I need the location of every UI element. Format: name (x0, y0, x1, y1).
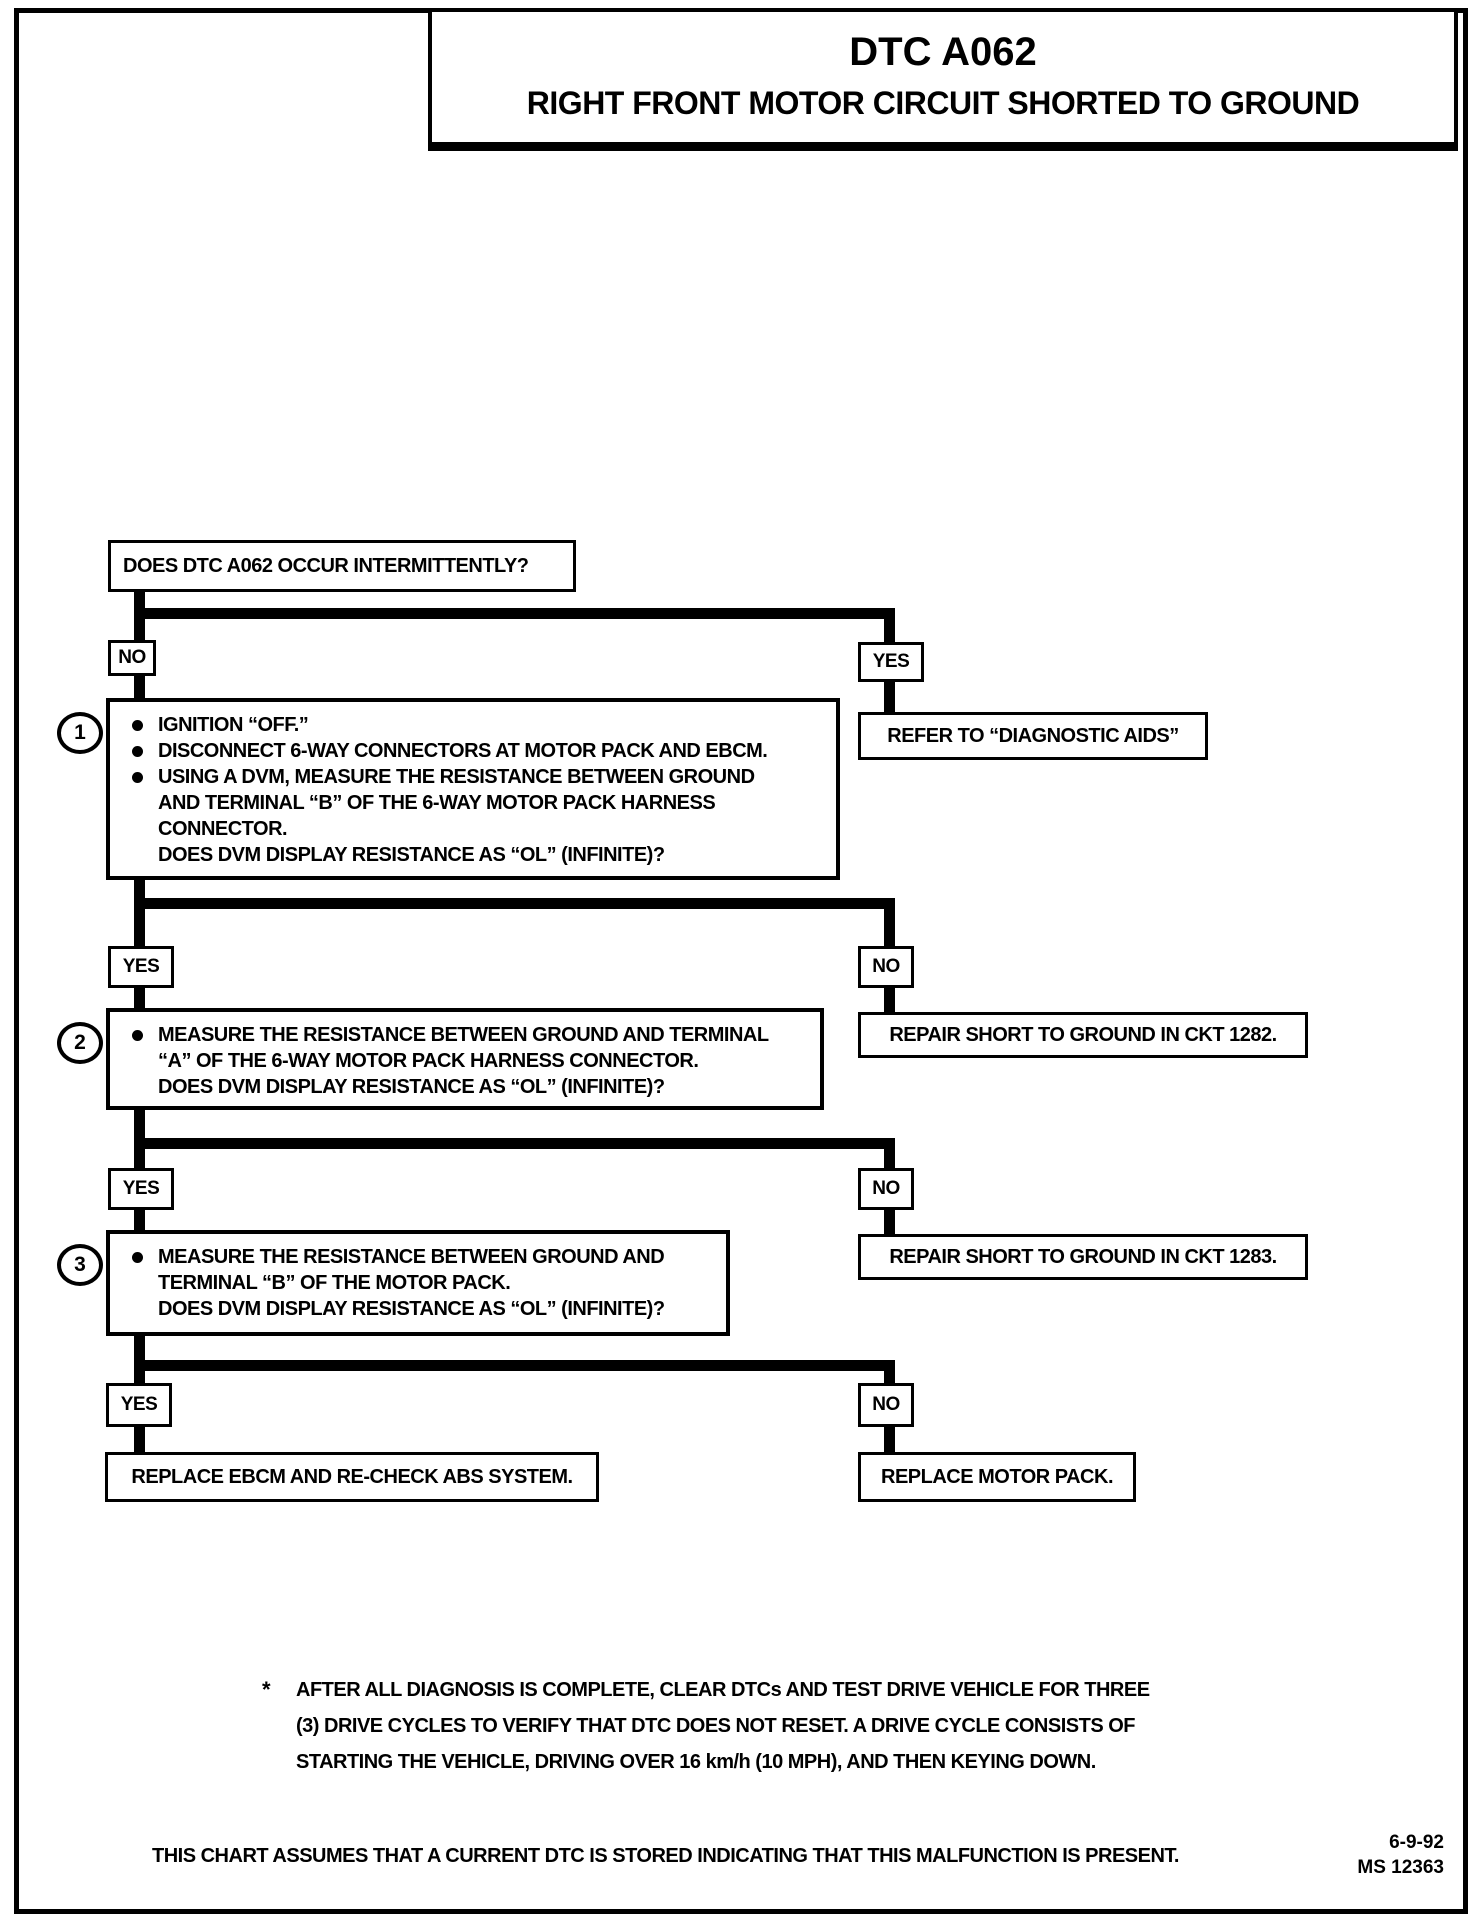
connector-no2-stub (884, 905, 895, 949)
bullet-icon (124, 1244, 158, 1296)
connector-no4-replace (884, 1424, 895, 1454)
connector-yes4-replace (134, 1424, 145, 1454)
step-1-box: IGNITION “OFF.” DISCONNECT 6-WAY CONNECT… (106, 698, 840, 880)
step-3-box: MEASURE THE RESISTANCE BETWEEN GROUND AN… (106, 1230, 730, 1336)
branch-label-no-2: NO (858, 946, 914, 988)
replace-ebcm-box: REPLACE EBCM AND RE-CHECK ABS SYSTEM. (105, 1452, 599, 1502)
footer-id-block: 6-9-92 MS 12363 (1357, 1830, 1444, 1880)
connector-no1-step1 (134, 673, 145, 701)
connector-yes3-stub (134, 1145, 145, 1171)
connector-yes1-refer (884, 679, 895, 715)
connector-yes4-stub (134, 1367, 145, 1385)
step-2-box: MEASURE THE RESISTANCE BETWEEN GROUND AN… (106, 1008, 824, 1110)
step-3-item-1: MEASURE THE RESISTANCE BETWEEN GROUND AN… (158, 1246, 665, 1294)
branch-label-no-4: NO (858, 1383, 914, 1427)
connector-no2-repair (884, 985, 895, 1015)
repair-ckt-1282-box: REPAIR SHORT TO GROUND IN CKT 1282. (858, 1012, 1308, 1058)
connector-no1-stub (134, 615, 145, 643)
replace-motor-pack-box: REPLACE MOTOR PACK. (858, 1452, 1136, 1502)
chart-subtitle: RIGHT FRONT MOTOR CIRCUIT SHORTED TO GRO… (526, 85, 1360, 121)
step-3-question: DOES DVM DISPLAY RESISTANCE AS “OL” (INF… (158, 1298, 665, 1320)
connector-no3-stub (884, 1145, 895, 1171)
refer-diagnostic-aids-box: REFER TO “DIAGNOSTIC AIDS” (858, 712, 1208, 760)
bullet-icon (124, 764, 158, 842)
connector-yes1-stub (884, 615, 895, 645)
step-1-item-3: USING A DVM, MEASURE THE RESISTANCE BETW… (158, 766, 755, 840)
step-1-question: DOES DVM DISPLAY RESISTANCE AS “OL” (INF… (158, 844, 665, 866)
connector-step3-stub (134, 1336, 145, 1364)
step-3-number: 3 (57, 1244, 103, 1286)
question-intermittent-text: DOES DTC A062 OCCUR INTERMITTENTLY? (123, 554, 529, 577)
question-intermittent-box: DOES DTC A062 OCCUR INTERMITTENTLY? (108, 540, 576, 592)
connector-branch-3 (134, 1138, 895, 1149)
title-box: DTC A062 RIGHT FRONT MOTOR CIRCUIT SHORT… (428, 8, 1458, 151)
step-1-bullet-row: USING A DVM, MEASURE THE RESISTANCE BETW… (124, 764, 828, 842)
footnote: * AFTER ALL DIAGNOSIS IS COMPLETE, CLEAR… (262, 1672, 1150, 1780)
step-1-item-2: DISCONNECT 6-WAY CONNECTORS AT MOTOR PAC… (158, 740, 768, 762)
connector-yes3-step3 (134, 1207, 145, 1233)
connector-branch-4 (134, 1360, 895, 1371)
connector-step2-stub (134, 1110, 145, 1142)
connector-branch-1 (134, 608, 895, 619)
branch-label-no-1: NO (108, 640, 156, 676)
step-2-question: DOES DVM DISPLAY RESISTANCE AS “OL” (INF… (158, 1076, 665, 1098)
footer-date: 6-9-92 (1389, 1832, 1444, 1853)
bullet-icon (124, 738, 158, 764)
step-1-item-1: IGNITION “OFF.” (158, 714, 309, 736)
connector-yes2-step2 (134, 985, 145, 1011)
step-1-bullet-row: DISCONNECT 6-WAY CONNECTORS AT MOTOR PAC… (124, 738, 828, 764)
step-1-number: 1 (57, 712, 103, 754)
branch-label-yes-3: YES (108, 1168, 174, 1210)
branch-label-yes-2: YES (108, 946, 174, 988)
repair-ckt-1283-box: REPAIR SHORT TO GROUND IN CKT 1283. (858, 1234, 1308, 1280)
branch-label-yes-1: YES (858, 642, 924, 682)
footer-assumption-note: THIS CHART ASSUMES THAT A CURRENT DTC IS… (152, 1845, 1179, 1867)
page-border (14, 8, 1468, 1914)
connector-yes2-stub (134, 905, 145, 949)
connector-branch-2 (134, 898, 895, 909)
connector-no4-stub (884, 1367, 895, 1385)
connector-step1-stub (134, 878, 145, 902)
step-2-number: 2 (57, 1022, 103, 1064)
footnote-text: AFTER ALL DIAGNOSIS IS COMPLETE, CLEAR D… (296, 1679, 1150, 1773)
branch-label-no-3: NO (858, 1168, 914, 1210)
step-3-bullet-row: MEASURE THE RESISTANCE BETWEEN GROUND AN… (124, 1244, 718, 1296)
connector-q1-stub (134, 589, 145, 611)
branch-label-yes-4: YES (106, 1383, 172, 1427)
footnote-asterisk: * (262, 1677, 271, 1702)
connector-no3-repair (884, 1207, 895, 1237)
step-1-bullet-row: IGNITION “OFF.” (124, 712, 828, 738)
step-2-bullet-row: MEASURE THE RESISTANCE BETWEEN GROUND AN… (124, 1022, 812, 1074)
step-2-item-1: MEASURE THE RESISTANCE BETWEEN GROUND AN… (158, 1024, 769, 1072)
bullet-icon (124, 712, 158, 738)
footer-doc-number: MS 12363 (1357, 1857, 1444, 1878)
bullet-icon (124, 1022, 158, 1074)
dtc-code-title: DTC A062 (849, 30, 1037, 74)
